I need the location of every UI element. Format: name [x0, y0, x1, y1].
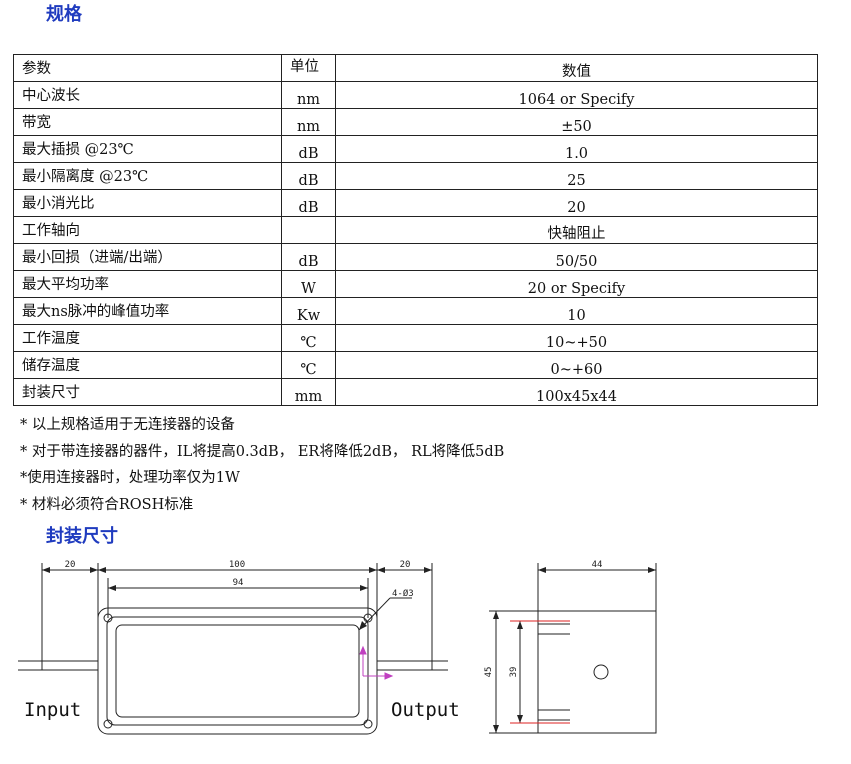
- spec-param: 带宽: [13, 108, 282, 136]
- note-item: * 材料必须符合ROSH标准: [20, 496, 194, 513]
- spec-unit: nm: [281, 108, 336, 136]
- spec-unit: [281, 216, 336, 244]
- spec-param: 工作轴向: [13, 216, 282, 244]
- spec-value: 50/50: [335, 243, 818, 271]
- dim-body-length: 100: [229, 560, 245, 570]
- spec-param: 封装尺寸: [13, 378, 282, 406]
- spec-param: 工作温度: [13, 324, 282, 352]
- spec-value: 100x45x44: [335, 378, 818, 406]
- header-param: 参数: [13, 54, 282, 82]
- spec-unit: ℃: [281, 324, 336, 352]
- spec-unit: dB: [281, 243, 336, 271]
- spec-param: 储存温度: [13, 351, 282, 379]
- dim-side-width: 44: [592, 560, 603, 570]
- spec-value: ±50: [335, 108, 818, 136]
- spec-unit: dB: [281, 135, 336, 163]
- spec-unit: dB: [281, 189, 336, 217]
- dim-holes: 4-Ø3: [392, 588, 414, 599]
- dim-left-pigtail: 20: [65, 560, 76, 570]
- spec-row: 工作轴向 快轴阻止: [13, 216, 818, 244]
- spec-unit: dB: [281, 162, 336, 190]
- spec-param: 最小回损（进端/出端）: [13, 243, 282, 271]
- spec-unit: nm: [281, 81, 336, 109]
- dim-height: 45: [484, 667, 494, 678]
- specs-title: 规格: [46, 4, 82, 25]
- spec-value: 10~+50: [335, 324, 818, 352]
- output-label: Output: [391, 699, 460, 721]
- spec-value: 快轴阻止: [335, 216, 818, 244]
- spec-value: 25: [335, 162, 818, 190]
- spec-unit: mm: [281, 378, 336, 406]
- dim-hole-height: 39: [509, 667, 519, 678]
- spec-value: 0~+60: [335, 351, 818, 379]
- spec-value: 10: [335, 297, 818, 325]
- header-unit: 单位: [281, 54, 336, 82]
- note-item: * 以上规格适用于无连接器的设备: [20, 417, 235, 433]
- spec-param: 中心波长: [13, 81, 282, 109]
- dim-right-pigtail: 20: [400, 560, 411, 570]
- input-label: Input: [24, 699, 81, 721]
- spec-param: 最小消光比: [13, 189, 282, 217]
- spec-value: 1.0: [335, 135, 818, 163]
- package-drawing: 20 100 20 94 4-Ø3 44 45 39 Input Output: [18, 560, 657, 735]
- spec-unit: W: [281, 270, 336, 298]
- dim-hole-spacing: 94: [233, 578, 244, 588]
- spec-unit: ℃: [281, 351, 336, 379]
- spec-value: 20: [335, 189, 818, 217]
- spec-value: 1064 or Specify: [335, 81, 818, 109]
- spec-param: 最大平均功率: [13, 270, 282, 298]
- note-item: * 对于带连接器的器件，IL将提高0.3dB， ER将降低2dB， RL将降低5…: [20, 443, 505, 460]
- spec-param: 最小隔离度 @23℃: [13, 162, 282, 190]
- package-title: 封装尺寸: [46, 526, 118, 547]
- spec-table-header: 参数 单位 数值: [13, 54, 818, 82]
- spec-param: 最大ns脉冲的峰值功率: [13, 297, 282, 325]
- note-item: *使用连接器时，处理功率仅为1W: [20, 470, 240, 486]
- header-value: 数值: [335, 54, 818, 82]
- notes: * 以上规格适用于无连接器的设备 * 对于带连接器的器件，IL将提高0.3dB，…: [20, 412, 504, 518]
- spec-unit: Kw: [281, 297, 336, 325]
- spec-value: 20 or Specify: [335, 270, 818, 298]
- spec-param: 最大插损 @23℃: [13, 135, 282, 163]
